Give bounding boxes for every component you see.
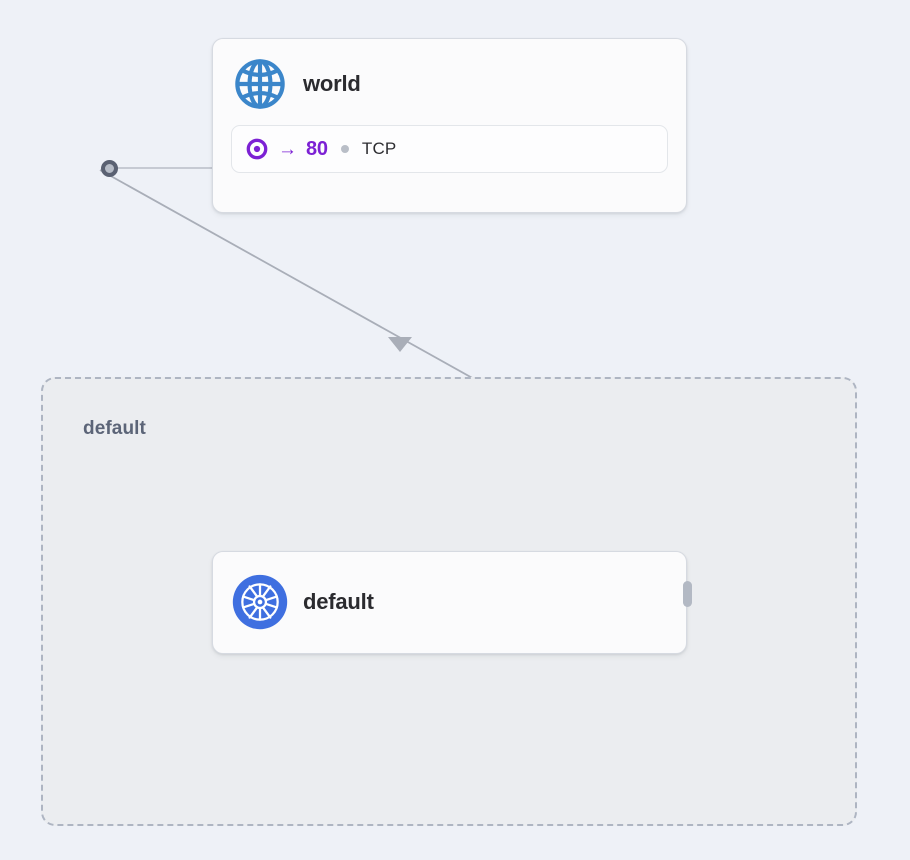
node-title-default: default [303,589,374,614]
port-row[interactable]: → 80 TCP [231,125,668,173]
namespace-label: default [83,418,146,439]
port-protocol: TCP [361,139,397,158]
node-card-world[interactable]: world → 80 TCP [212,38,687,213]
target-handle-pill[interactable] [683,581,692,607]
ports-list-world: → 80 TCP [213,123,686,189]
node-header-default: default [213,552,686,652]
node-title-world: world [303,71,361,96]
node-card-default[interactable]: default [212,551,687,654]
source-handle-dot[interactable] [101,160,118,177]
node-header-world: world [213,39,686,123]
kubernetes-icon [232,574,288,630]
target-dot-icon [246,138,268,160]
edge-arrowhead-down [388,337,412,352]
port-number: 80 [306,137,328,160]
globe-icon [235,59,285,109]
port-direction-arrow-icon: → [278,138,297,160]
port-separator-dot [340,145,349,153]
